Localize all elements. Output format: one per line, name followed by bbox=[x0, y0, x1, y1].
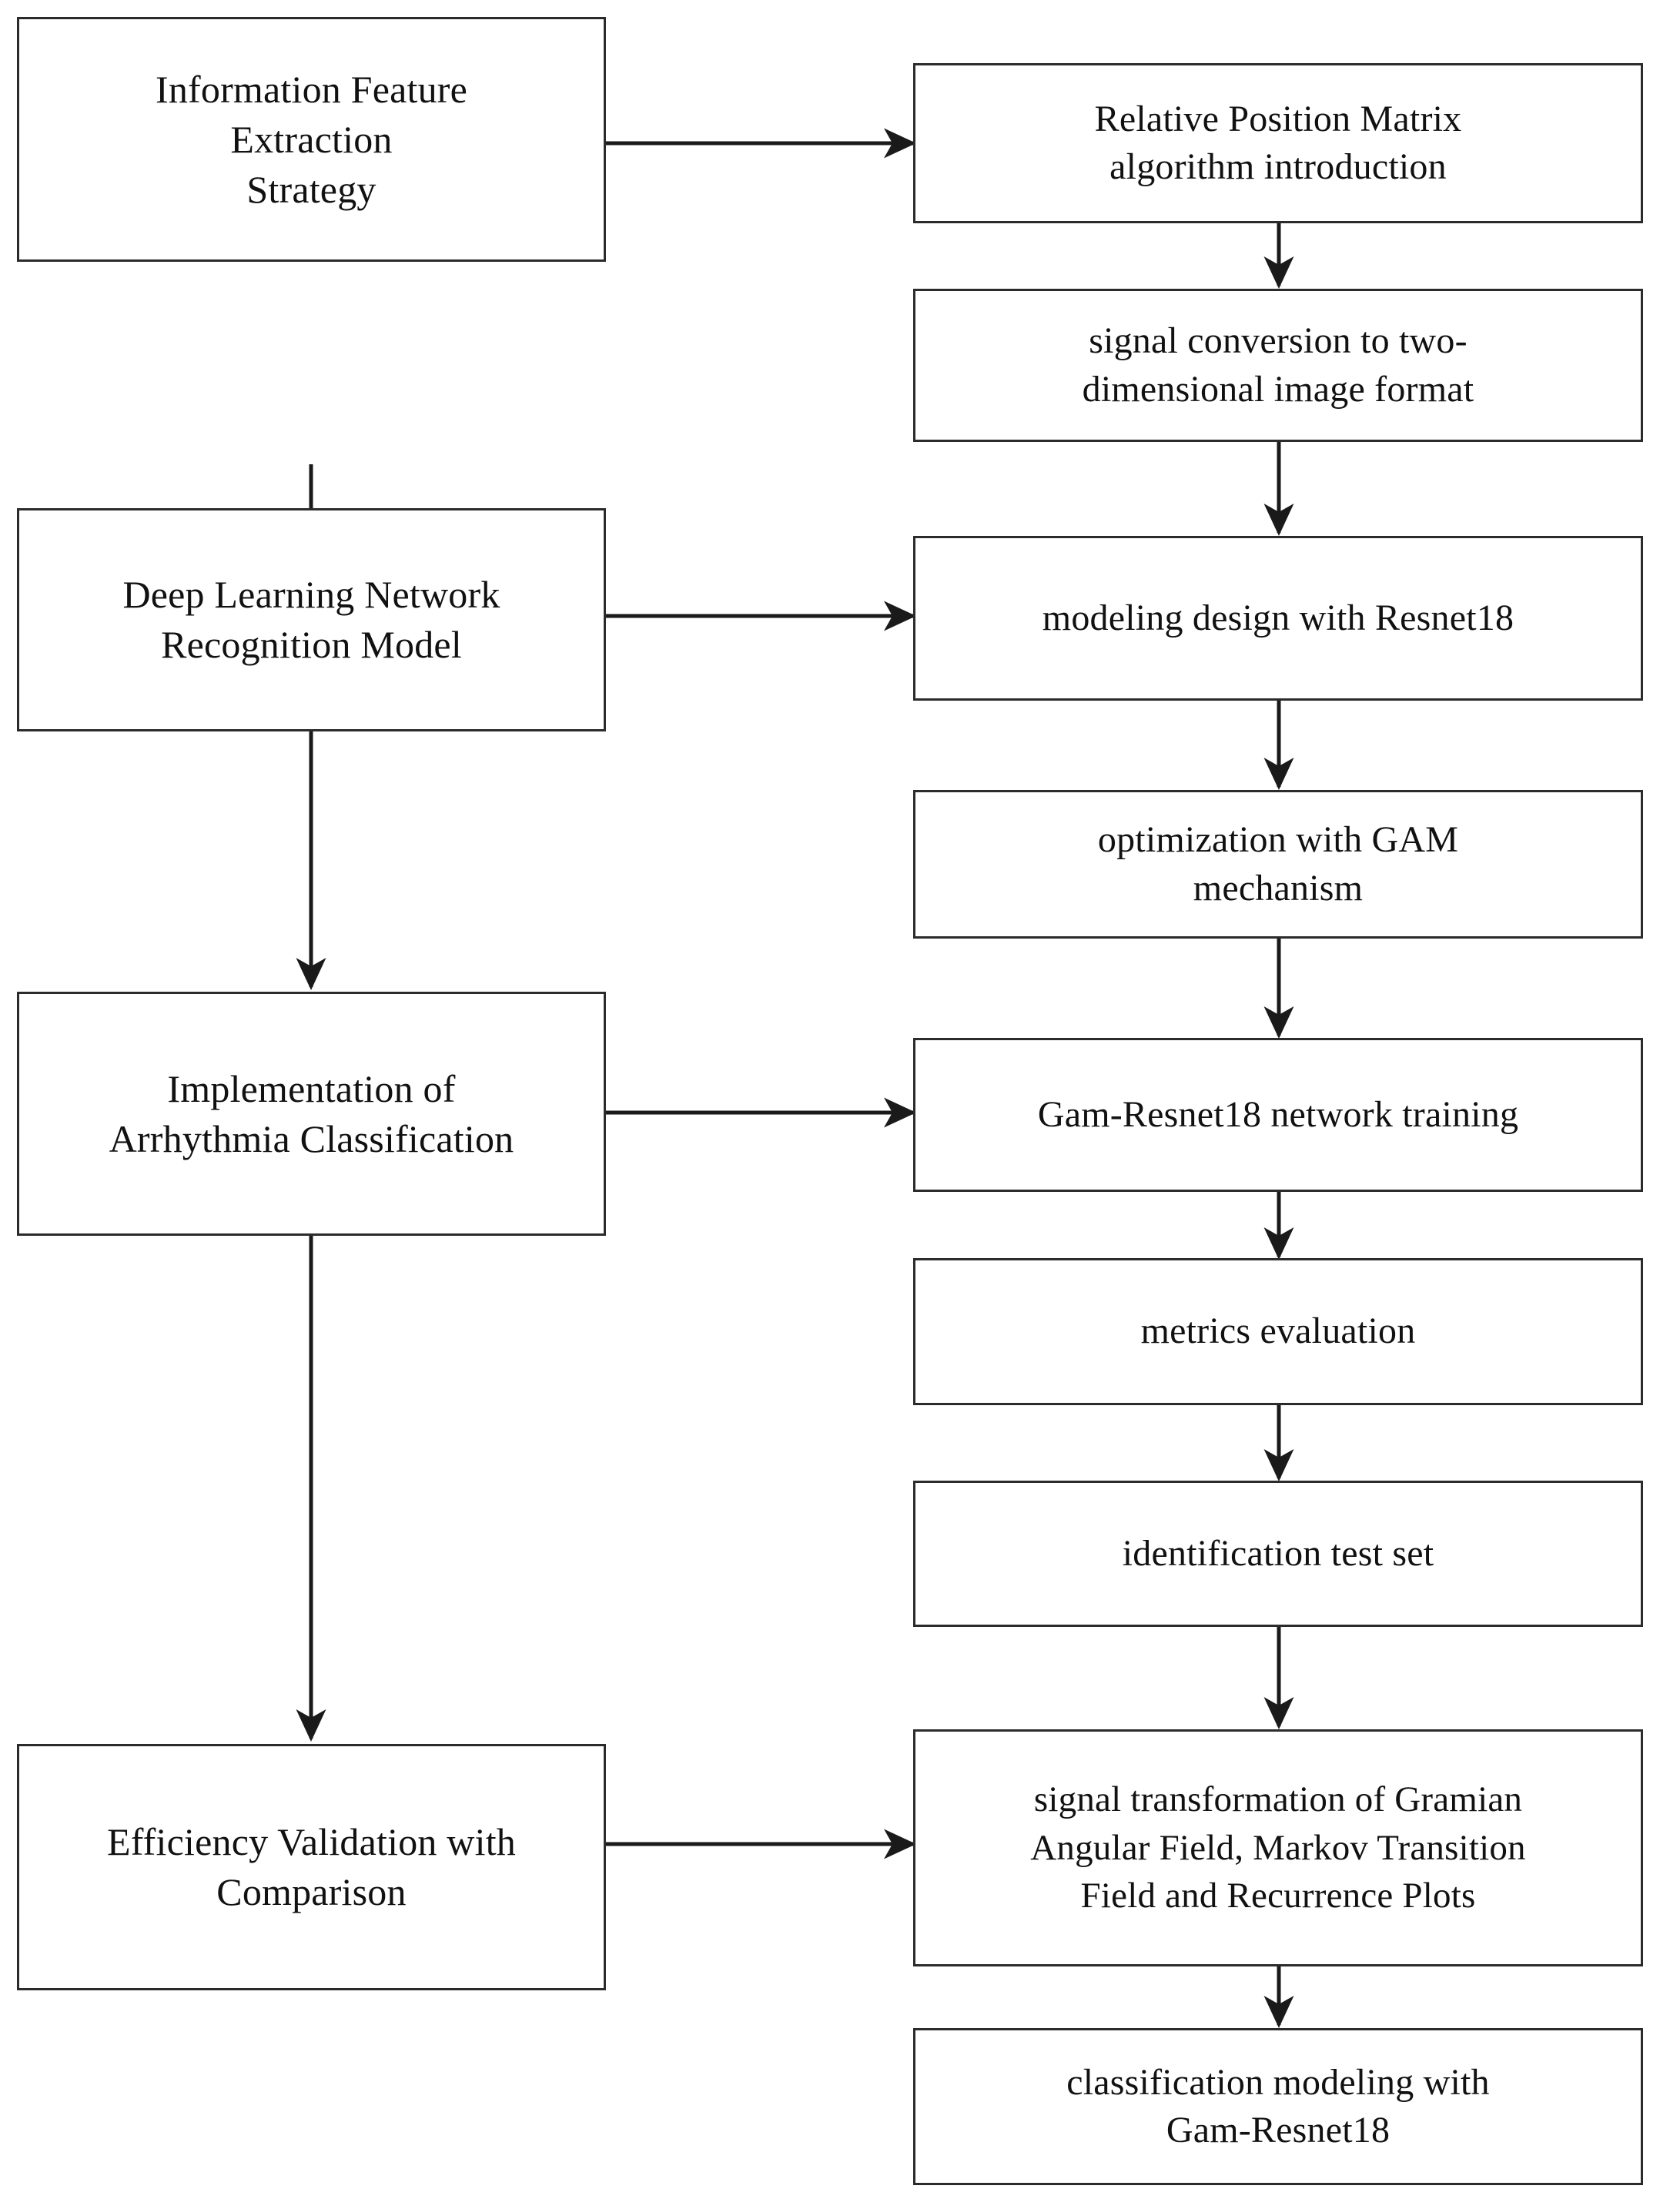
node-label: metrics evaluation bbox=[1140, 1310, 1416, 1352]
node-signal-transformation-gaf-mtf-rp[interactable]: signal transformation of Gramian Angular… bbox=[913, 1729, 1643, 1966]
node-modeling-design-with-resnet18[interactable]: modeling design with Resnet18 bbox=[913, 536, 1643, 701]
node-deep-learning-network-recognition-model[interactable]: Deep Learning Network Recognition Model bbox=[17, 508, 606, 731]
node-efficiency-validation-with-comparison[interactable]: Efficiency Validation with Comparison bbox=[17, 1744, 606, 1990]
node-relative-position-matrix-algorithm-introduction[interactable]: Relative Position Matrix algorithm intro… bbox=[913, 63, 1643, 223]
node-classification-modeling-with-gam-resnet18[interactable]: classification modeling with Gam-Resnet1… bbox=[913, 2028, 1643, 2185]
node-label: classification modeling with Gam-Resnet1… bbox=[1066, 2061, 1490, 2150]
node-identification-test-set[interactable]: identification test set bbox=[913, 1481, 1643, 1627]
node-signal-conversion-to-two-dimensional-image-format[interactable]: signal conversion to two- dimensional im… bbox=[913, 289, 1643, 442]
node-label: Relative Position Matrix algorithm intro… bbox=[1094, 98, 1462, 187]
node-label: Deep Learning Network Recognition Model bbox=[122, 573, 500, 666]
node-label: Efficiency Validation with Comparison bbox=[106, 1820, 516, 1913]
node-optimization-with-gam-mechanism[interactable]: optimization with GAM mechanism bbox=[913, 790, 1643, 939]
node-implementation-of-arrhythmia-classification[interactable]: Implementation of Arrhythmia Classificat… bbox=[17, 992, 606, 1236]
node-label: Gam-Resnet18 network training bbox=[1037, 1093, 1519, 1135]
node-label: Information Feature Extraction Strategy bbox=[155, 67, 468, 211]
node-information-feature-extraction-strategy[interactable]: Information Feature Extraction Strategy bbox=[17, 17, 606, 262]
node-label: signal conversion to two- dimensional im… bbox=[1082, 320, 1474, 410]
node-gam-resnet18-network-training[interactable]: Gam-Resnet18 network training bbox=[913, 1038, 1643, 1192]
node-label: optimization with GAM mechanism bbox=[1097, 819, 1459, 909]
node-label: identification test set bbox=[1122, 1532, 1434, 1574]
node-label: modeling design with Resnet18 bbox=[1042, 597, 1514, 638]
node-label: signal transformation of Gramian Angular… bbox=[1030, 1779, 1526, 1916]
node-label: Implementation of Arrhythmia Classificat… bbox=[109, 1066, 514, 1160]
node-metrics-evaluation[interactable]: metrics evaluation bbox=[913, 1258, 1643, 1405]
